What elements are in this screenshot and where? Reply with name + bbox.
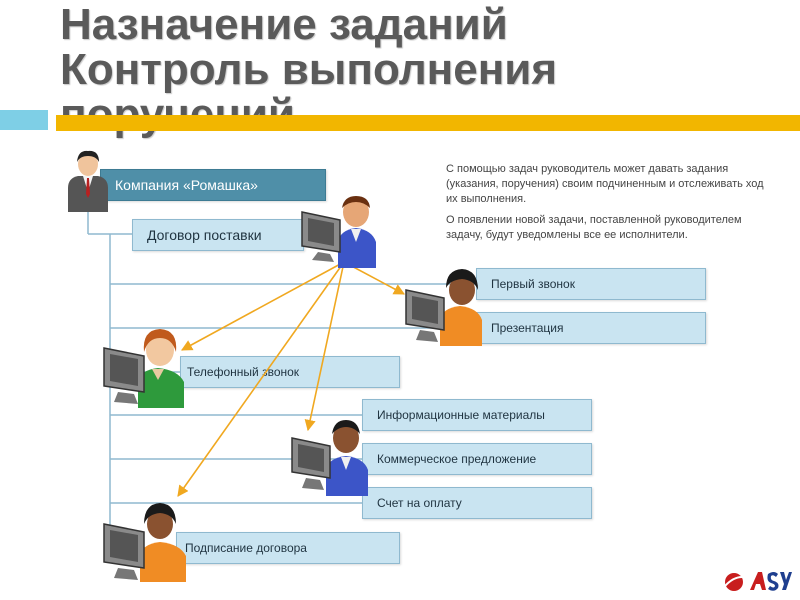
task-company[interactable]: Компания «Ромашка» xyxy=(100,169,326,201)
arrow-to-commercial-offer xyxy=(304,261,345,432)
manager-icon xyxy=(68,150,108,212)
user-computer-icon xyxy=(103,503,186,582)
task-commercial-offer-label: Коммерческое предложение xyxy=(377,452,537,466)
logo-icon xyxy=(724,572,792,591)
task-info-materials[interactable]: Информационные материалы xyxy=(362,399,592,431)
task-commercial-offer[interactable]: Коммерческое предложение xyxy=(362,443,592,475)
title-line-2: Контроль выполнения xyxy=(60,45,558,94)
accent-bar-left xyxy=(0,110,48,130)
description: С помощью задач руководитель может дават… xyxy=(446,162,766,249)
task-contract-signing-label: Подписание договора xyxy=(185,541,307,555)
task-phone-call[interactable]: Телефонный звонок xyxy=(180,356,400,388)
task-presentation[interactable]: Презентация xyxy=(476,312,706,344)
task-first-call-label: Первый звонок xyxy=(491,277,575,291)
task-phone-call-label: Телефонный звонок xyxy=(187,365,300,379)
user-computer-icon xyxy=(103,329,184,408)
task-contract[interactable]: Договор поставки xyxy=(132,219,304,251)
task-first-call[interactable]: Первый звонок xyxy=(476,268,706,300)
task-presentation-label: Презентация xyxy=(491,321,564,335)
accent-bar xyxy=(56,115,800,131)
task-info-materials-label: Информационные материалы xyxy=(377,408,545,422)
task-invoice-label: Счет на оплату xyxy=(377,496,462,510)
description-paragraph-1: С помощью задач руководитель может дават… xyxy=(446,163,764,205)
arrow-to-contract-signing xyxy=(177,261,345,497)
user-computer-icon xyxy=(405,269,482,346)
task-contract-label: Договор поставки xyxy=(147,227,262,243)
arrow-to-phone-call xyxy=(181,261,345,351)
user-computer-icon xyxy=(301,196,376,268)
task-company-label: Компания «Ромашка» xyxy=(115,177,258,193)
user-computer-icon xyxy=(291,420,368,496)
title-line-1: Назначение заданий xyxy=(60,0,508,49)
page-title: Назначение заданий Контроль выполнения п… xyxy=(60,2,780,137)
task-invoice[interactable]: Счет на оплату xyxy=(362,487,592,519)
description-paragraph-2: О появлении новой задачи, поставленной р… xyxy=(446,214,742,241)
